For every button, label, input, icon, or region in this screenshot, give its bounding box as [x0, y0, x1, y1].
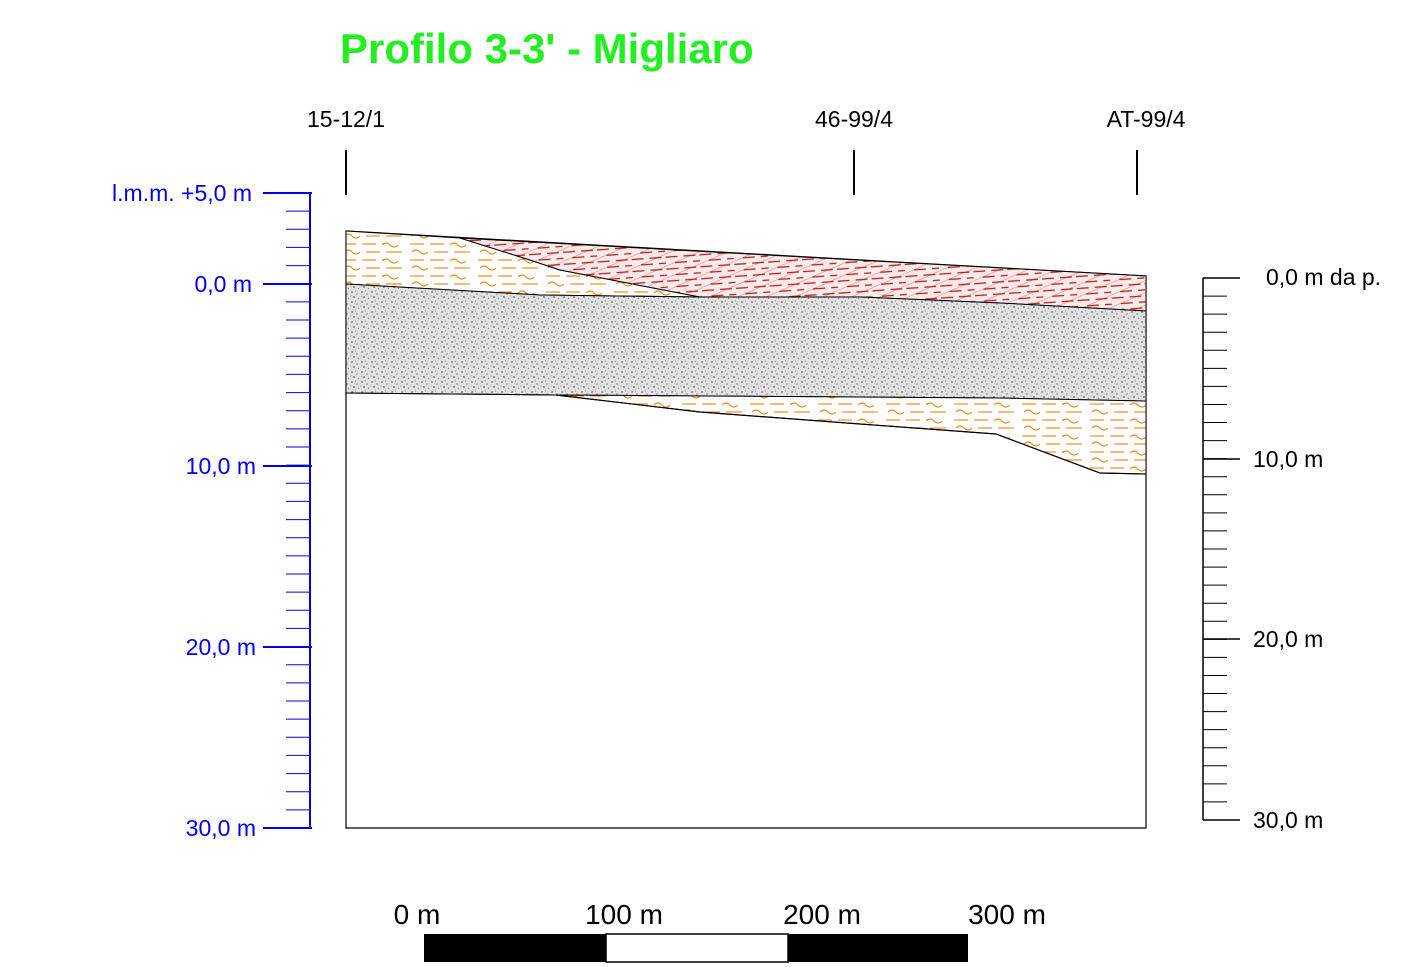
bar-scale-label-200: 200 m [783, 899, 861, 930]
bar-scale-label-0: 0 m [394, 899, 441, 930]
bar-scale-segment-2 [605, 933, 789, 963]
bar-scale-segment-1 [424, 934, 606, 962]
well-markers: 15-12/1 46-99/4 AT-99/4 [307, 106, 1186, 195]
left-scale-ticks [286, 192, 310, 829]
left-elevation-scale: l.m.m. +5,0 m 0,0 m 10,0 m 20,0 m 30,0 m [112, 180, 312, 841]
well-label-2: 46-99/4 [815, 106, 893, 132]
right-depth-scale: 0,0 m da p. 10,0 m 20,0 m 30,0 m [1202, 264, 1381, 833]
right-label-30: 30,0 m [1253, 807, 1323, 833]
left-label-20: 20,0 m [186, 634, 256, 660]
bar-scale: 0 m 100 m 200 m 300 m [394, 899, 1046, 963]
bar-scale-segment-3 [788, 934, 968, 962]
left-label-30: 30,0 m [186, 815, 256, 841]
cross-section [345, 230, 1147, 829]
right-label-20: 20,0 m [1253, 626, 1323, 652]
bar-scale-label-300: 300 m [968, 899, 1046, 930]
left-label-0: 0,0 m [194, 271, 252, 297]
left-label-10: 10,0 m [186, 453, 256, 479]
profile-title: Profilo 3-3' - Migliaro [340, 25, 754, 72]
left-label-lmm: l.m.m. +5,0 m [112, 180, 252, 206]
well-label-1: 15-12/1 [307, 106, 385, 132]
right-label-0: 0,0 m da p. [1266, 264, 1381, 290]
lens-base-line [555, 394, 1147, 475]
bar-scale-label-100: 100 m [585, 899, 663, 930]
well-label-3: AT-99/4 [1107, 106, 1186, 132]
right-label-10: 10,0 m [1253, 446, 1323, 472]
right-scale-ticks [1203, 277, 1227, 821]
layer-contact-line [345, 392, 557, 396]
